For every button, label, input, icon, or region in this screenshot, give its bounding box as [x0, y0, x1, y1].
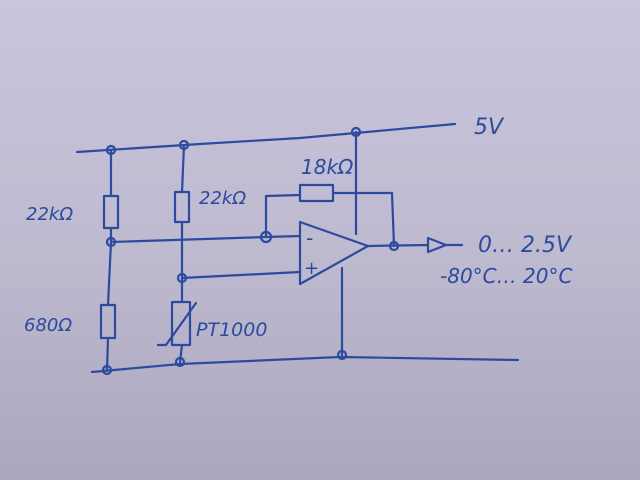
sensor-label: PT1000	[196, 319, 267, 341]
noninverting-input-wire	[180, 270, 302, 280]
resistor-22k-left	[102, 194, 120, 230]
resistor-18k-feedback	[298, 183, 335, 203]
ground-rail	[90, 355, 520, 374]
r-bottom-left-label: 680Ω	[24, 315, 72, 336]
junction-dot	[105, 144, 117, 156]
junction-dot	[176, 272, 188, 284]
junction-dot	[178, 139, 190, 151]
opamp-minus-label: -	[306, 226, 313, 250]
junction-dot	[174, 356, 186, 368]
output-range-label: 0… 2.5V	[478, 233, 573, 258]
output-wire	[366, 243, 464, 248]
middle-branch-wire	[178, 143, 186, 364]
junction-dot	[336, 349, 348, 361]
opamp-triangle	[298, 220, 370, 286]
resistor-680-left	[99, 303, 117, 340]
feedback-wire	[264, 191, 396, 248]
junction-dot	[259, 230, 273, 244]
r-top-left-label: 22kΩ	[26, 204, 73, 225]
temp-range-label: -80°C… 20°C	[440, 264, 572, 288]
supply-rail	[75, 122, 457, 154]
pt1000-sensor	[170, 300, 192, 347]
opamp-plus-label: +	[304, 258, 319, 279]
output-arrow-icon	[426, 236, 448, 254]
junction-dot	[101, 364, 113, 376]
pt1000-slash	[156, 301, 198, 347]
r-top-mid-label: 22kΩ	[199, 188, 246, 209]
supply-label: 5V	[474, 115, 505, 140]
junction-dot	[105, 236, 117, 248]
r-feedback-label: 18kΩ	[301, 155, 354, 179]
junction-dot	[388, 240, 400, 252]
resistor-22k-middle	[173, 190, 191, 224]
junction-dot	[350, 126, 362, 138]
